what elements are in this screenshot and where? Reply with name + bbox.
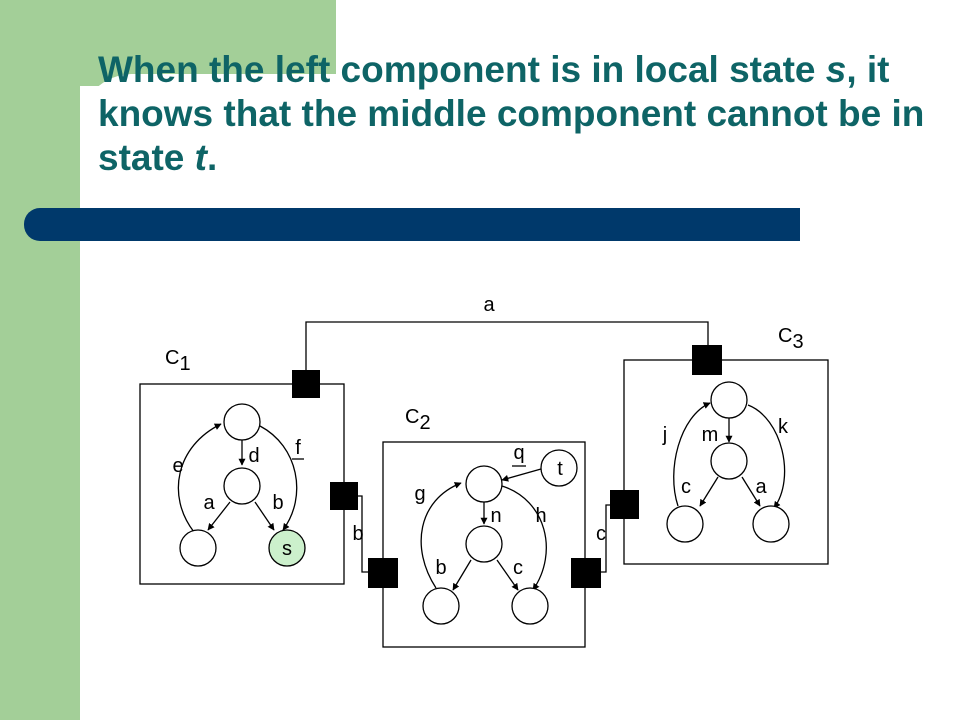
c3-state-br — [752, 505, 790, 543]
connection-a-label: a — [483, 294, 495, 316]
title-part: , it knows that the middle component can… — [98, 49, 925, 178]
c3-state-bl — [666, 505, 704, 543]
c1-label-d: d — [248, 445, 259, 467]
c1-port-top — [292, 370, 320, 398]
c3-label-c: c — [681, 476, 691, 498]
c3-transition-j — [673, 402, 711, 507]
c2-state-mid — [465, 525, 503, 563]
c3-state-mid — [710, 442, 748, 480]
title-part: t — [194, 137, 207, 178]
c2-label-g: g — [414, 483, 425, 505]
c1-transition-f — [259, 425, 298, 531]
c3-label-k: k — [778, 416, 789, 438]
c3-state-top — [710, 381, 748, 419]
c2-state-top — [465, 465, 503, 503]
c1-label-b: b — [272, 492, 283, 514]
c2-state-br — [511, 587, 549, 625]
c3-label-a: a — [755, 476, 767, 498]
c3-transition-a — [741, 476, 761, 507]
c2-label-b: b — [435, 557, 446, 579]
c2-port-right — [571, 558, 601, 588]
component-c3: C3 j m k c a — [623, 325, 829, 565]
c2-transition-c — [496, 559, 519, 591]
component-c1: C1 s e d f a b — [139, 347, 345, 585]
c3-label-j: j — [662, 424, 667, 446]
c2-transition-h — [501, 485, 547, 591]
link-b-label: b — [352, 523, 363, 545]
c2-label-c: c — [513, 557, 523, 579]
title-part: When the left component is in local stat… — [98, 49, 826, 90]
c3-label-m: m — [702, 424, 719, 446]
c2-port-left — [368, 558, 398, 588]
c1-transition-e — [177, 423, 222, 533]
c1-port-right — [330, 482, 358, 510]
component-c2: C2 t q g n h b c — [382, 406, 586, 648]
c3-transition-c — [699, 476, 719, 507]
title-rule — [24, 208, 800, 241]
c2-label-h: h — [535, 505, 546, 527]
c2-label: C2 — [405, 406, 431, 434]
left-green-band — [0, 0, 80, 720]
c3-label: C3 — [778, 325, 804, 353]
c2-state-bl — [422, 587, 460, 625]
title-part: . — [206, 137, 218, 178]
c3-port-top — [692, 345, 722, 375]
c2-state-t — [540, 449, 578, 487]
c1-state-mid — [223, 467, 261, 505]
c2-transition-g — [420, 482, 462, 589]
c1-transition-a — [207, 501, 231, 531]
c3-port-left — [610, 490, 639, 519]
c2-state-t-label: t — [557, 458, 563, 480]
link-c-label: c — [596, 523, 606, 545]
top-green-band — [80, 0, 336, 86]
title-part: s — [825, 49, 847, 90]
c1-transition-b — [254, 501, 275, 531]
connection-a-line — [305, 321, 709, 384]
c1-state-top — [223, 403, 261, 441]
c1-label-f: f — [295, 437, 301, 459]
c1-label: C1 — [165, 347, 191, 375]
c1-state-s — [268, 529, 306, 567]
c2-transition-b — [452, 559, 472, 591]
c1-state-bl — [179, 529, 217, 567]
c2-label-n: n — [490, 505, 501, 527]
c2-label-q: q — [513, 442, 524, 464]
c1-label-a: a — [203, 492, 215, 514]
c1-state-s-label: s — [282, 538, 292, 560]
c2-transition-q — [501, 468, 542, 482]
c1-label-e: e — [172, 455, 183, 477]
slide-title: When the left component is in local stat… — [98, 48, 938, 180]
c3-transition-k — [747, 404, 786, 509]
